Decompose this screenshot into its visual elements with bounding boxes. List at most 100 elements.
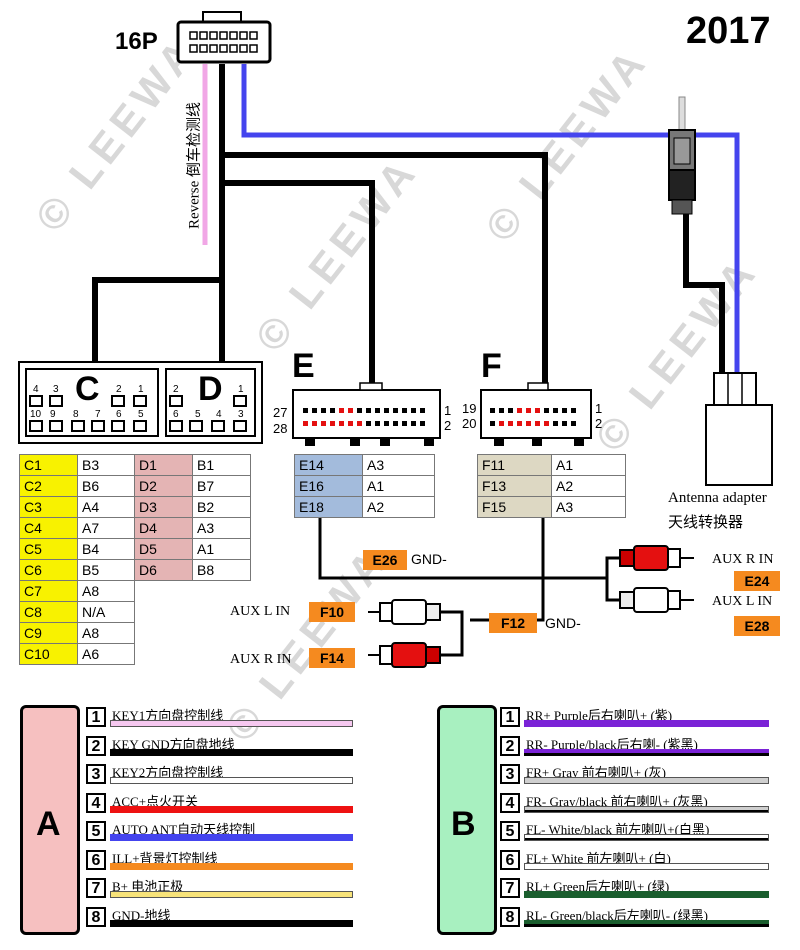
connector-pin (375, 408, 380, 413)
connector-pin (312, 408, 317, 413)
e-target-pin: A2 (362, 496, 435, 518)
d-target-pin: A1 (192, 538, 251, 560)
connector-pin (535, 408, 540, 413)
rca-plug-aux-l-left (368, 599, 441, 625)
connector-f-pin-2: 2 (595, 416, 603, 431)
c-target-pin: B4 (77, 538, 135, 560)
connector-f-pin-1: 1 (595, 401, 603, 416)
harness-b-pin-number: 1 (500, 707, 520, 727)
harness-a-pin-number: 5 (86, 821, 106, 841)
connector-16p-label: 16P (115, 28, 158, 55)
connector-pin (384, 421, 389, 426)
c-pin: C2 (19, 475, 78, 497)
connector-e-pin-28: 28 (273, 421, 288, 436)
connector-pin (571, 421, 576, 426)
f14-code-badge: F14 (309, 648, 355, 668)
connector-d-letter: D (198, 370, 223, 408)
f-target-pin: A3 (551, 496, 626, 518)
connector-pin (544, 408, 549, 413)
connector-e-pin-27: 27 (273, 405, 288, 420)
harness-b-pin-label: FR- Gray/black 前右喇叭+ (灰黑) (526, 793, 708, 809)
aux-r-in-right-label: AUX R IN (712, 552, 774, 567)
connector-pin (562, 421, 567, 426)
connector-pin (393, 421, 398, 426)
e26-code-badge: E26 (363, 550, 407, 570)
c-target-pin: N/A (77, 601, 135, 623)
harness-a-wire-color (110, 805, 353, 813)
rca-plug-aux-r-right (619, 545, 694, 571)
harness-b-pin-label: FL- White/black 前左喇叭+(白黑) (526, 822, 710, 837)
aux-l-in-right-label: AUX L IN (712, 594, 773, 609)
connector-c-pin-number: 5 (138, 409, 144, 420)
d-pin: D3 (134, 496, 193, 518)
harness-b-pin-number: 7 (500, 878, 520, 898)
connector-pin (499, 408, 504, 413)
e28-code-badge: E28 (734, 616, 780, 636)
c-pin: C9 (19, 622, 78, 644)
e-pin: E18 (294, 496, 363, 518)
connector-pin (517, 421, 522, 426)
connector-c-pin-number: 10 (30, 409, 42, 420)
harness-a-wire-color (110, 748, 353, 756)
reverse-wire-label: Reverse 倒车检测线 (186, 101, 203, 230)
connector-pin (357, 408, 362, 413)
harness-b-wire-color (524, 891, 769, 898)
connector-d-pin-number: 2 (173, 384, 179, 395)
harness-b-wire-color (524, 834, 769, 841)
connector-d-pin-number: 6 (173, 409, 179, 420)
connector-pin (526, 421, 531, 426)
rca-plug-aux-l-right (619, 587, 694, 613)
harness-a-pin-label: AUTO ANT自动天线控制 (112, 822, 256, 837)
c-pin: C4 (19, 517, 78, 539)
connector-f (480, 382, 592, 446)
harness-a-pin-label: GND-地线 (112, 907, 171, 923)
e-target-pin: A3 (362, 454, 435, 476)
harness-a-wire-color (110, 777, 353, 784)
connector-cd (18, 361, 263, 444)
f10-code-badge: F10 (309, 602, 355, 622)
c-pin: C1 (19, 454, 78, 476)
connector-f-pin-19: 19 (462, 401, 477, 416)
connector-pin (535, 421, 540, 426)
connector-pin (499, 421, 504, 426)
harness-a-pin-label: ACC+点火开关 (112, 793, 199, 809)
connector-pin (553, 421, 558, 426)
connector-pin (357, 421, 362, 426)
harness-a-pin-label: ILL+背景灯控制线 (112, 850, 218, 866)
harness-a-pin-number: 1 (86, 707, 106, 727)
c-target-pin: A6 (77, 643, 135, 665)
connector-pin (393, 408, 398, 413)
d-pin: D6 (134, 559, 193, 581)
c-pin: C5 (19, 538, 78, 560)
connector-c-pin-number: 7 (95, 409, 101, 420)
connector-16p (176, 11, 272, 64)
connector-e-pin-2: 2 (444, 418, 452, 433)
connector-e-pin-1: 1 (444, 403, 452, 418)
aux-l-in-left-label: AUX L IN (230, 604, 291, 619)
connector-pin (321, 421, 326, 426)
connector-pin (508, 421, 513, 426)
e-target-pin: A1 (362, 475, 435, 497)
harness-a-wire-color (110, 862, 353, 870)
connector-pin (366, 408, 371, 413)
c-pin: C10 (19, 643, 78, 665)
harness-b-wire-color (524, 748, 769, 756)
harness-b-pin-label: FL+ White 前左喇叭+ (白) (526, 850, 671, 866)
connector-pin (348, 408, 353, 413)
connector-pin (303, 421, 308, 426)
connector-c-pin-number: 9 (50, 409, 56, 420)
connector-pin (384, 408, 389, 413)
connector-pin (402, 421, 407, 426)
c-target-pin: A4 (77, 496, 135, 518)
f-pin: F13 (477, 475, 552, 497)
rca-plug-aux-r-left (368, 642, 441, 668)
harness-b-pin-number: 4 (500, 792, 520, 813)
